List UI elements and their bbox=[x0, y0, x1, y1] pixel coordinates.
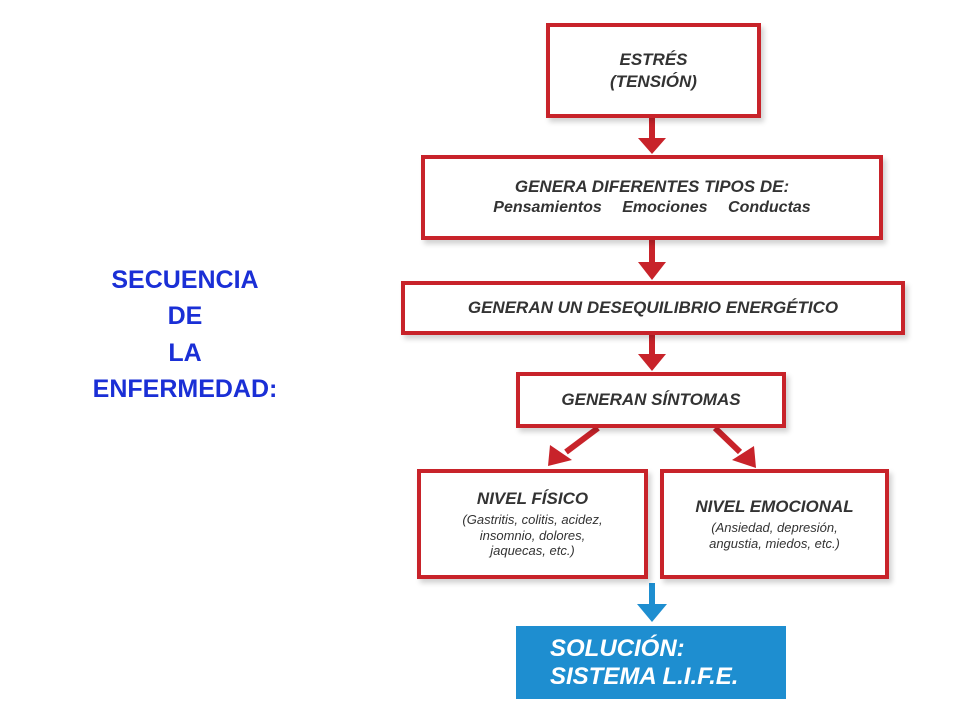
title-line: DE bbox=[167, 302, 203, 331]
item-pensamientos: Pensamientos bbox=[493, 199, 602, 217]
box-title: NIVEL FÍSICO bbox=[476, 489, 589, 509]
box-detail: (Ansiedad, depresión, bbox=[711, 519, 838, 535]
arrow-head bbox=[638, 262, 666, 280]
arrow-sintomas-to-emocional bbox=[712, 425, 743, 455]
box-estres: ESTRÉS (TENSIÓN) bbox=[546, 23, 761, 118]
box-nivel-emocional: NIVEL EMOCIONAL (Ansiedad, depresión, an… bbox=[660, 469, 889, 579]
arrow-head bbox=[548, 445, 572, 466]
title-line: ENFERMEDAD: bbox=[92, 374, 278, 403]
box-text: ESTRÉS bbox=[619, 50, 688, 70]
box-text: GENERA DIFERENTES TIPOS DE: bbox=[514, 177, 790, 197]
box-solucion: SOLUCIÓN: SISTEMA L.I.F.E. bbox=[516, 626, 786, 699]
title-line: SECUENCIA bbox=[111, 266, 259, 294]
solution-line: SISTEMA L.I.F.E. bbox=[550, 662, 739, 690]
title-line: LA bbox=[168, 338, 202, 367]
item-emociones: Emociones bbox=[622, 199, 708, 217]
diagram-title: SECUENCIA DE LA ENFERMEDAD: bbox=[60, 262, 310, 407]
box-nivel-fisico: NIVEL FÍSICO (Gastritis, colitis, acidez… bbox=[417, 469, 648, 579]
solution-line: SOLUCIÓN: bbox=[550, 634, 685, 662]
arrow-head bbox=[637, 604, 667, 622]
box-genera-tipos: GENERA DIFERENTES TIPOS DE: Pensamientos… bbox=[421, 155, 883, 240]
box-desequilibrio: GENERAN UN DESEQUILIBRIO ENERGÉTICO bbox=[401, 281, 905, 335]
arrow-head bbox=[732, 446, 756, 468]
box-text: GENERAN SÍNTOMAS bbox=[561, 390, 741, 409]
box-detail: (Gastritis, colitis, acidez, bbox=[462, 512, 603, 528]
box-text: (TENSIÓN) bbox=[610, 71, 697, 91]
item-conductas: Conductas bbox=[728, 199, 811, 217]
arrow-sintomas-to-fisico bbox=[564, 425, 600, 455]
arrow-head bbox=[638, 138, 666, 154]
box-detail: angustia, miedos, etc.) bbox=[709, 535, 840, 551]
box-detail: jaquecas, etc.) bbox=[490, 543, 575, 559]
box-sintomas: GENERAN SÍNTOMAS bbox=[516, 372, 786, 428]
arrow-head bbox=[638, 354, 666, 371]
box-items: Pensamientos Emociones Conductas bbox=[485, 198, 818, 219]
box-detail: insomnio, dolores, bbox=[479, 527, 586, 543]
box-title: NIVEL EMOCIONAL bbox=[695, 496, 854, 516]
box-text: GENERAN UN DESEQUILIBRIO ENERGÉTICO bbox=[467, 298, 839, 317]
